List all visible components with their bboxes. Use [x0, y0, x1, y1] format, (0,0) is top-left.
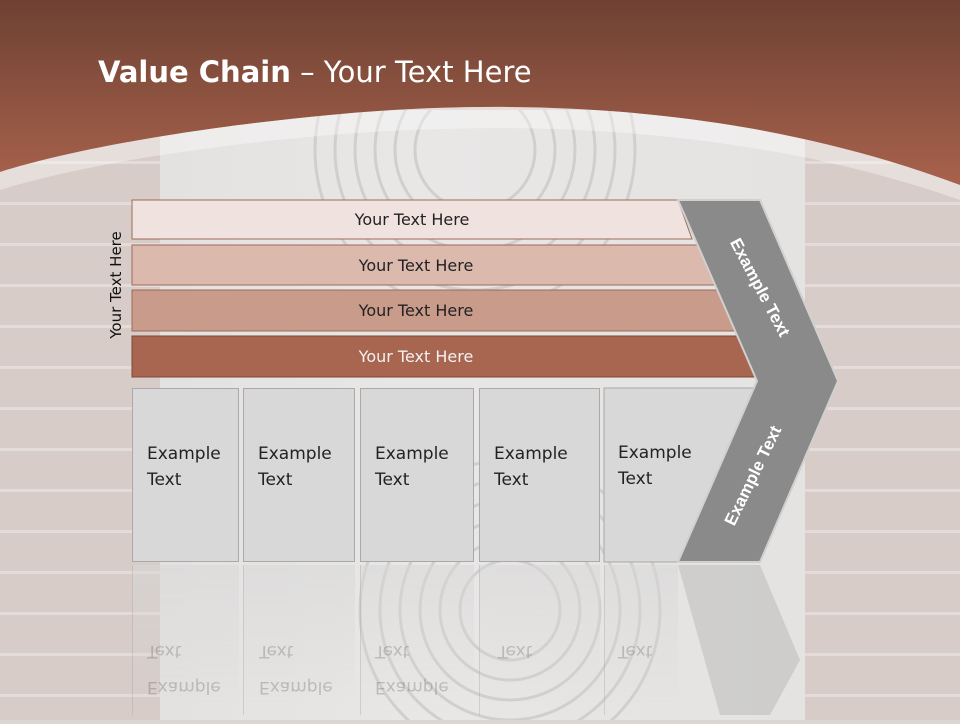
band-4-label: Your Text Here — [358, 346, 474, 366]
box-reflection-1 — [132, 565, 239, 715]
box-3-line2: Text — [375, 470, 410, 490]
band-1-label: Your Text Here — [354, 209, 470, 229]
band-1: Your Text Here — [132, 200, 692, 238]
activity-box-1: Example Text — [132, 388, 239, 562]
reflection-text-1b: Text — [146, 641, 182, 661]
activity-box-4: Example Text — [479, 388, 600, 562]
reflection-text-1: Example — [147, 677, 221, 697]
box-4-line2: Text — [494, 470, 529, 490]
box-reflection-3 — [360, 565, 474, 715]
band-4: Your Text Here — [132, 337, 700, 375]
reflection-text-2b: Text — [258, 641, 294, 661]
band-3: Your Text Here — [132, 291, 700, 329]
chevron-shape — [676, 199, 840, 563]
box-1-line2: Text — [147, 470, 182, 490]
slide-title: Value Chain – Your Text Here — [98, 55, 532, 89]
activity-box-5: Example Text — [604, 388, 714, 562]
box-reflection-5 — [604, 565, 678, 715]
band-2-label: Your Text Here — [358, 255, 474, 275]
box-1-line1: Example — [147, 444, 221, 464]
reflection-text-4: Text — [497, 641, 533, 661]
chevron-reflection — [678, 565, 800, 715]
box-2-line1: Example — [258, 444, 332, 464]
box-5-line2: Text — [618, 469, 653, 489]
box-reflection-4 — [479, 565, 600, 715]
title-bold: Value Chain — [98, 55, 291, 89]
reflection-text-2: Example — [259, 677, 333, 697]
reflection-text-5: Text — [617, 641, 653, 661]
box-3-line1: Example — [375, 444, 449, 464]
band-2: Your Text Here — [132, 246, 700, 284]
title-rest: – Your Text Here — [290, 55, 532, 89]
activity-box-2: Example Text — [243, 388, 355, 562]
activity-box-3: Example Text — [360, 388, 474, 562]
band-3-label: Your Text Here — [358, 300, 474, 320]
box-4-line1: Example — [494, 444, 568, 464]
reflection-text-3b: Text — [374, 641, 410, 661]
band-shape-1 — [131, 199, 693, 240]
box-2-line2: Text — [258, 470, 293, 490]
box-5-line1: Example — [618, 443, 692, 463]
reflection-text-3: Example — [375, 677, 449, 697]
header-banner — [0, 0, 960, 200]
box-reflection-2 — [243, 565, 355, 715]
